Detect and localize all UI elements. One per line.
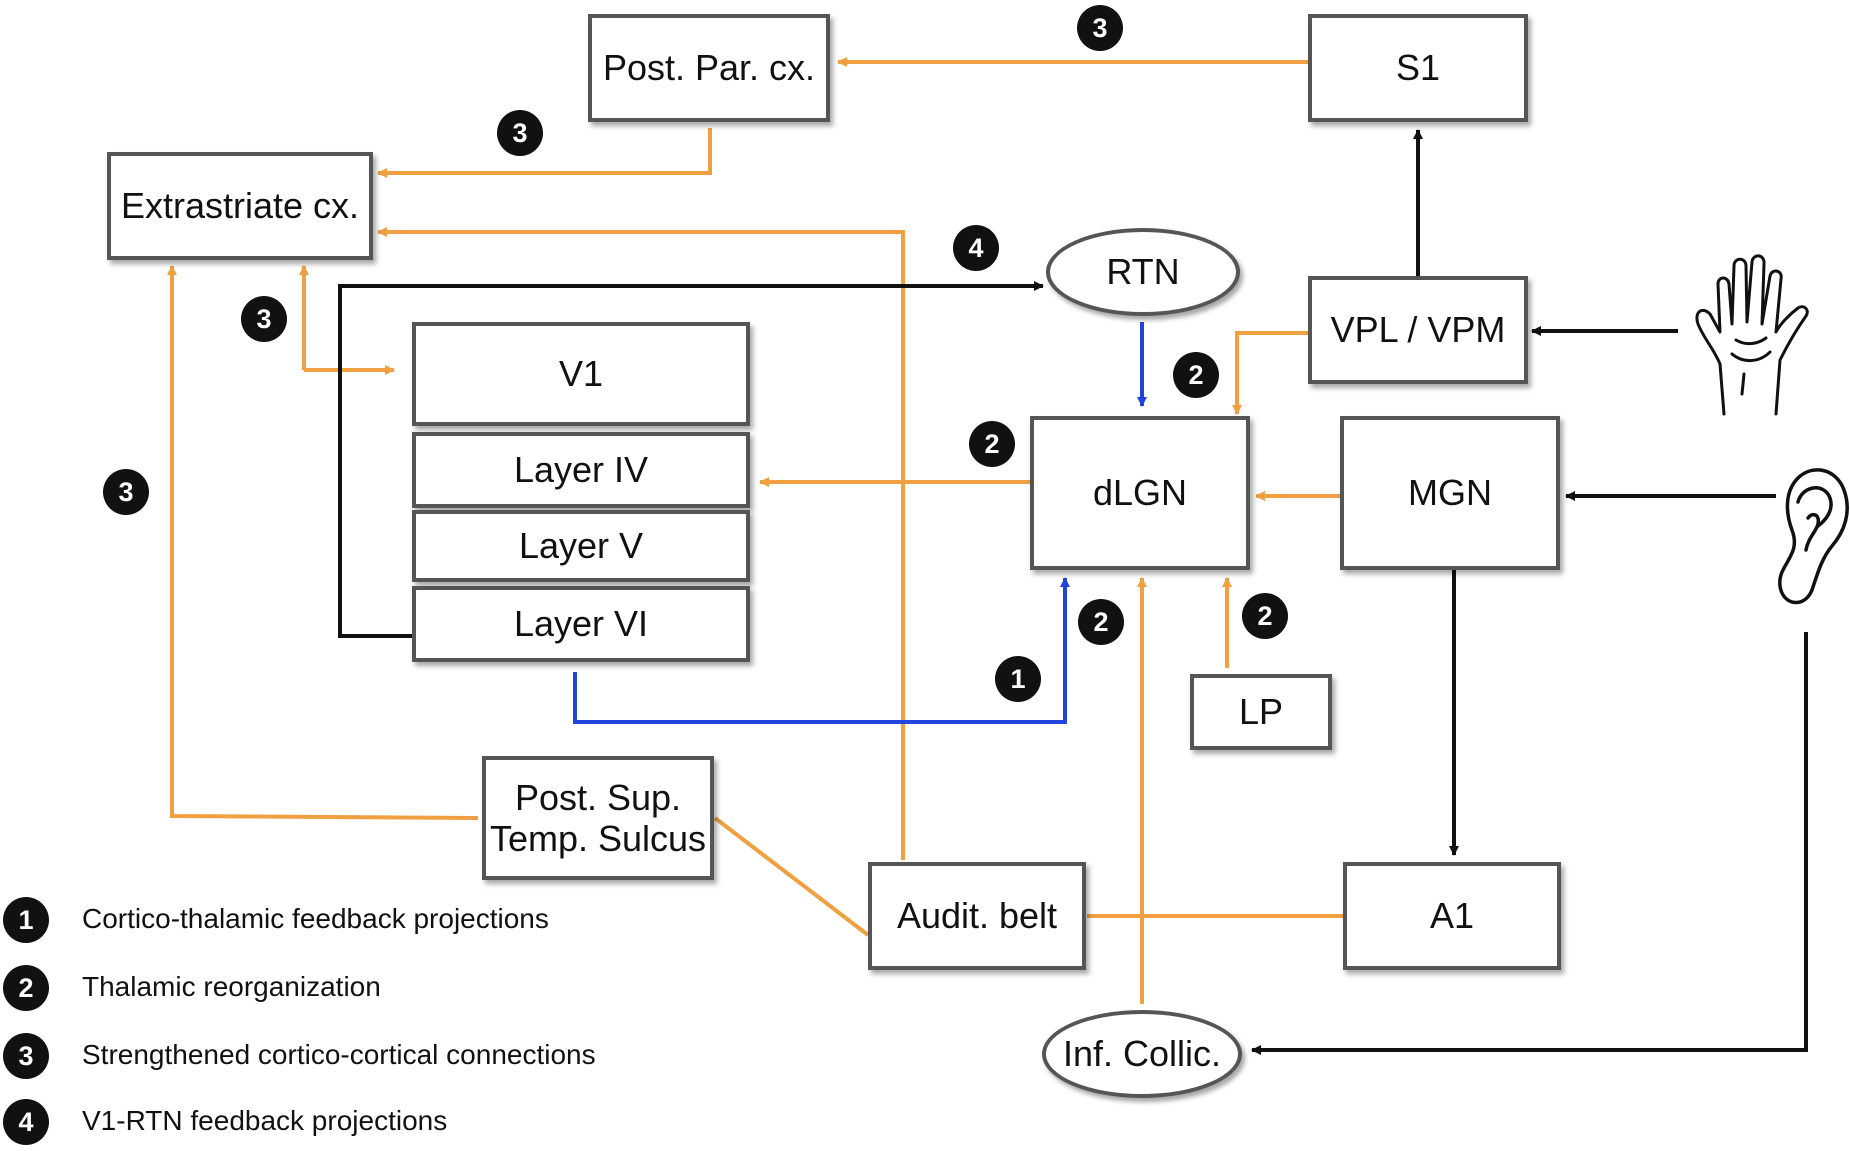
badge-2-vpl: 2 [1173, 352, 1219, 398]
legend-label-2: Thalamic reorganization [82, 971, 381, 1002]
node-vpl-vpm: VPL / VPM [1308, 276, 1528, 384]
node-s1: S1 [1308, 14, 1528, 122]
legend-badge-2: 2 [3, 965, 49, 1011]
node-layer-vi: Layer VI [412, 586, 750, 662]
node-v1: V1 [412, 322, 750, 426]
legend-badge-1: 1 [3, 897, 49, 943]
badge-2-inf-collic: 2 [1078, 599, 1124, 645]
node-inf-collic: Inf. Collic. [1042, 1010, 1242, 1098]
badge-4-rtn: 4 [953, 225, 999, 271]
node-extrastriate-cx: Extrastriate cx. [107, 152, 373, 260]
node-audit-belt: Audit. belt [868, 862, 1086, 970]
node-dlgn: dLGN [1030, 416, 1250, 570]
node-layer-iv: Layer IV [412, 432, 750, 508]
node-lp: LP [1190, 674, 1332, 750]
node-layer-v: Layer V [412, 510, 750, 582]
edge-post-par-to-extrastriate [377, 128, 712, 178]
ear-icon [1778, 468, 1849, 605]
badge-2-lp: 2 [1242, 593, 1288, 639]
badge-3-psts: 3 [103, 469, 149, 515]
edge-layer6-to-dlgn [573, 577, 1070, 724]
node-post-sup-temp-sulcus: Post. Sup. Temp. Sulcus [482, 756, 714, 880]
badge-1-feedback: 1 [995, 656, 1041, 702]
node-post-par-cx: Post. Par. cx. [588, 14, 830, 122]
badge-3-s1-post-par: 3 [1077, 5, 1123, 51]
node-mgn: MGN [1340, 416, 1560, 570]
edge-audit-belt-to-extrastriate [377, 227, 905, 860]
edge-ear-to-inf-collic [1251, 632, 1808, 1055]
legend-label-4: V1-RTN feedback projections [82, 1105, 448, 1136]
node-rtn: RTN [1046, 228, 1240, 316]
edge-vpl-to-dlgn [1232, 331, 1308, 415]
legend-label-3: Strengthened cortico-cortical connection… [82, 1039, 596, 1070]
badge-3-extrastriate-v1: 3 [241, 296, 287, 342]
legend-label-1: Cortico-thalamic feedback projections [82, 903, 549, 934]
edge-psts-to-extrastriate [167, 265, 479, 820]
edge-psts-audit-belt [713, 816, 870, 937]
node-a1: A1 [1343, 862, 1561, 970]
hand-icon [1695, 254, 1809, 416]
legend-badge-3: 3 [3, 1033, 49, 1079]
edge-layer6-to-rtn [338, 281, 1044, 638]
legend-badge-4: 4 [3, 1099, 49, 1145]
badge-3-post-par-extrastriate: 3 [497, 110, 543, 156]
badge-2-dlgn-v1: 2 [969, 421, 1015, 467]
